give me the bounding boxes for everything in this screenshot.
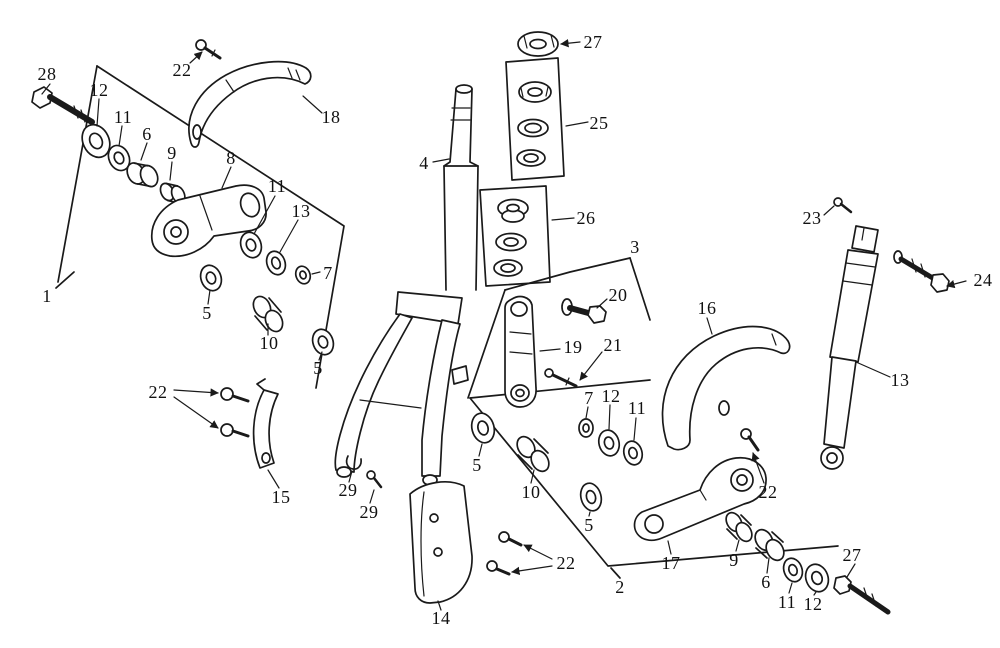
part-number-label: 21 xyxy=(603,335,623,355)
clip-29-a xyxy=(345,455,362,470)
part-number-label: 22 xyxy=(148,382,168,402)
part-number-label: 29 xyxy=(359,502,379,522)
link-arm-17 xyxy=(633,456,767,542)
part-number-label: 11 xyxy=(777,592,797,612)
washer-5-left-b xyxy=(311,328,335,356)
part-number-label: 2 xyxy=(615,577,625,597)
washer-7-center xyxy=(578,418,594,438)
stay-15 xyxy=(252,378,279,469)
bolt-20 xyxy=(561,298,607,324)
screw-29-b xyxy=(366,470,383,489)
screw-22-left-b xyxy=(220,423,250,438)
screw-22-top xyxy=(195,39,222,60)
washer-7-left xyxy=(294,265,312,285)
shock-absorber-13 xyxy=(820,225,879,470)
part-number-label: 29 xyxy=(338,480,358,500)
bolt-21 xyxy=(544,368,578,388)
part-number-label: 16 xyxy=(697,298,717,318)
washer-5-left-a xyxy=(199,264,223,292)
part-number-label: 6 xyxy=(142,124,152,144)
callout-leaders xyxy=(41,39,967,611)
washer-12-center xyxy=(597,429,621,457)
link-arm-19 xyxy=(504,295,537,408)
part-number-label: 9 xyxy=(167,143,177,163)
washer-11-left xyxy=(107,144,131,172)
washer-11-right xyxy=(782,557,804,583)
part-number-label: 26 xyxy=(576,208,596,228)
part-number-label: 11 xyxy=(113,107,133,127)
fork-assembly-4 xyxy=(334,84,479,486)
part-number-label: 12 xyxy=(601,386,621,406)
part-number-label: 5 xyxy=(202,303,212,323)
part-number-label: 9 xyxy=(729,550,739,570)
part-number-label: 28 xyxy=(37,64,57,84)
part-number-label: 14 xyxy=(431,608,451,628)
part-number-label: 22 xyxy=(758,482,778,502)
part-number-label: 27 xyxy=(583,32,603,52)
bearing-stack-26 xyxy=(479,185,551,287)
part-number-label: 13 xyxy=(291,201,311,221)
front-fender-18 xyxy=(188,60,312,148)
part-number-label: 5 xyxy=(313,358,323,378)
upper-bracket-8 xyxy=(150,184,267,258)
part-number-label: 1 xyxy=(42,286,52,306)
bolt-27-bottom xyxy=(833,575,891,615)
spacer-10-center xyxy=(516,435,550,473)
part-number-label: 22 xyxy=(172,60,192,80)
part-number-label: 10 xyxy=(521,482,541,502)
part-number-label: 25 xyxy=(589,113,609,133)
screw-22-bottom-b xyxy=(486,560,511,576)
rear-fender-16 xyxy=(661,325,791,451)
bolt-24 xyxy=(893,250,950,293)
bolt-28 xyxy=(31,86,95,125)
clip-23 xyxy=(833,197,853,214)
part-number-label: 5 xyxy=(584,515,594,535)
washer-12-right xyxy=(804,563,830,593)
part-number-label: 8 xyxy=(226,148,236,168)
part-number-label: 3 xyxy=(630,237,640,257)
guard-14 xyxy=(409,481,473,604)
part-number-label: 12 xyxy=(803,594,823,614)
cap-27-top xyxy=(517,31,559,57)
part-number-label: 10 xyxy=(259,333,279,353)
part-number-label: 4 xyxy=(419,153,429,173)
part-number-label: 24 xyxy=(973,270,993,290)
part-number-label: 27 xyxy=(842,545,862,565)
part-number-label: 7 xyxy=(323,263,333,283)
part-number-label: 11 xyxy=(267,176,287,196)
part-number-label: 12 xyxy=(89,80,109,100)
spacer-6-left xyxy=(126,162,159,188)
part-number-label: 11 xyxy=(627,398,647,418)
part-number-label: 17 xyxy=(661,553,681,573)
spacer-6-right xyxy=(754,528,785,562)
part-number-label: 22 xyxy=(556,553,576,573)
washer-5-center-b xyxy=(579,482,603,512)
washer-11-mid xyxy=(239,231,263,259)
screw-22-left-a xyxy=(220,387,250,403)
bearing-stack-25 xyxy=(505,57,565,181)
part-number-label: 7 xyxy=(584,388,594,408)
spacer-10-left xyxy=(252,295,284,333)
spacer-9-right xyxy=(725,511,753,543)
part-number-label: 19 xyxy=(563,337,583,357)
part-number-label: 20 xyxy=(608,285,628,305)
washer-5-center xyxy=(470,412,496,444)
part-number-label: 13 xyxy=(890,370,910,390)
part-number-label: 6 xyxy=(761,572,771,592)
part-number-label: 23 xyxy=(802,208,822,228)
washer-12-left xyxy=(81,123,111,159)
part-number-label: 18 xyxy=(321,107,341,127)
screw-22-bottom-a xyxy=(498,531,523,547)
washer-11-center xyxy=(622,440,644,466)
part-number-label: 15 xyxy=(271,487,291,507)
bushing-13-mid xyxy=(265,250,287,276)
part-number-label: 5 xyxy=(472,455,482,475)
screw-22-right xyxy=(740,428,760,452)
